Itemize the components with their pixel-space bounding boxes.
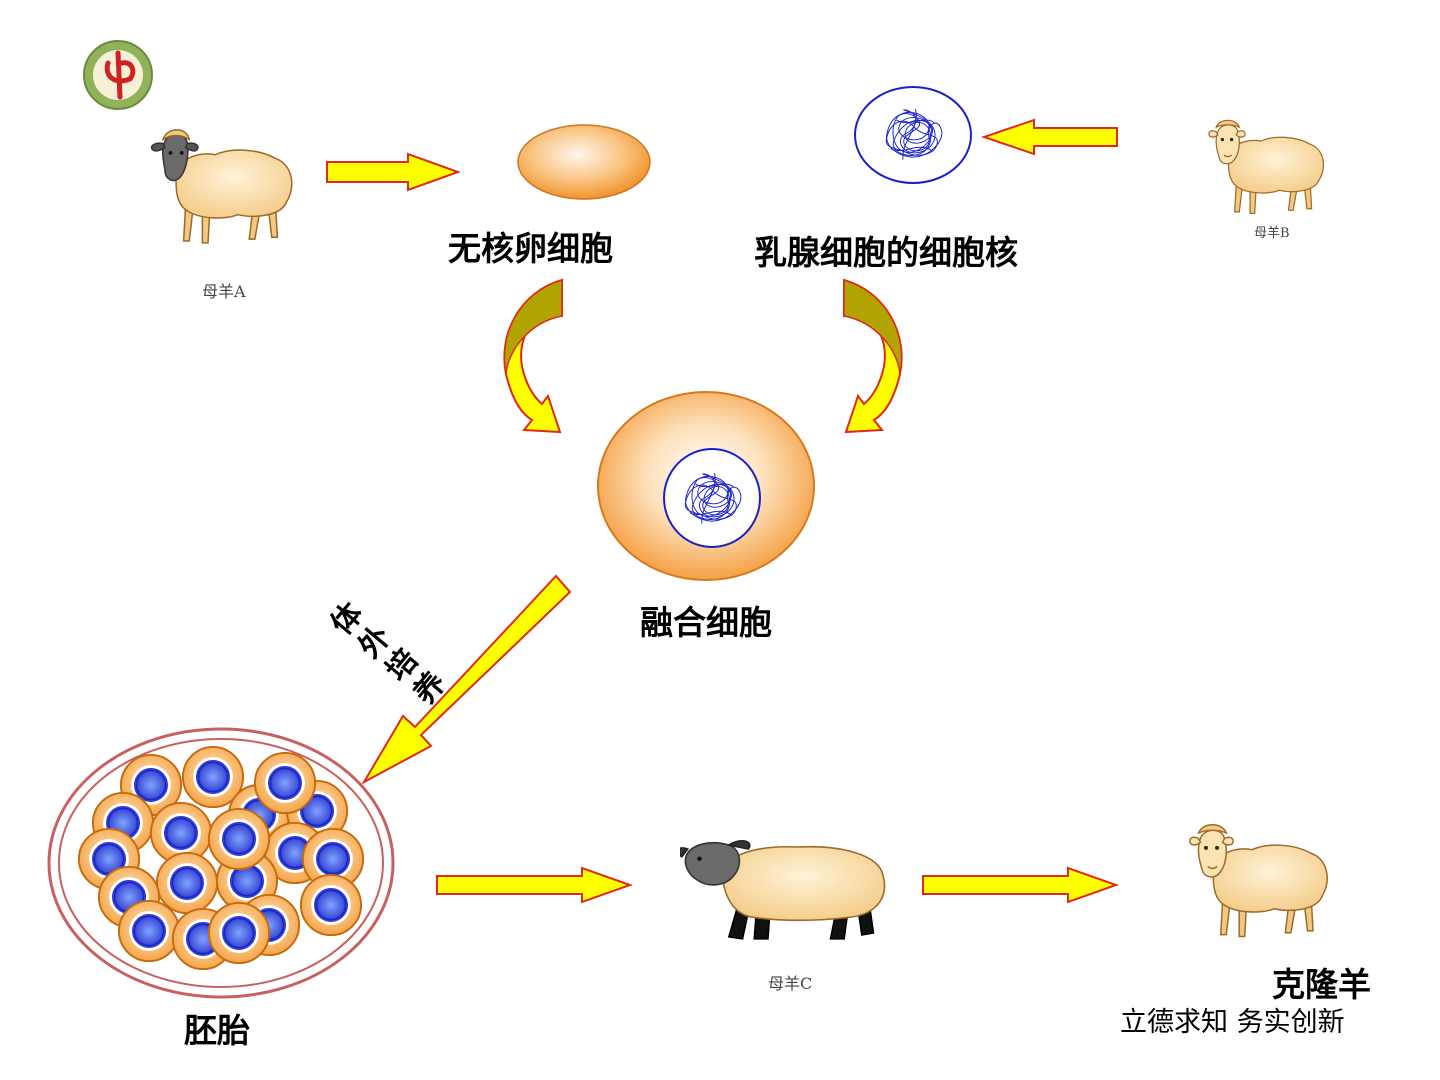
curved-arrow-egg-to-fused (503, 278, 563, 434)
label-clone-sheep: 克隆羊 (1272, 965, 1371, 1004)
clone-sheep-icon (1188, 823, 1328, 938)
arrow-b-to-nucleus (980, 118, 1118, 156)
school-logo-icon (83, 40, 153, 110)
arrow-c-to-clone (922, 866, 1119, 904)
arrow-a-to-egg (326, 152, 461, 192)
label-enucleated-egg: 无核卵细胞 (448, 229, 613, 268)
ewe-b-sheep-icon (1208, 119, 1325, 215)
arrow-embryo-to-c (436, 866, 633, 904)
label-ewe-b: 母羊B (1254, 226, 1290, 241)
label-mammary-nucleus: 乳腺细胞的细胞核 (754, 233, 1018, 272)
arrow-fused-to-embryo (361, 574, 572, 785)
label-embryo: 胚胎 (184, 1011, 250, 1050)
curved-arrow-nucleus-to-fused (843, 278, 903, 434)
mammary-cell-nucleus (854, 86, 972, 184)
ewe-c-sheep-icon (680, 839, 886, 940)
label-motto: 立德求知 务实创新 (1120, 1007, 1345, 1038)
embryo-cluster (47, 727, 395, 999)
label-fused-cell: 融合细胞 (640, 603, 772, 642)
ewe-a-sheep-icon (150, 129, 293, 244)
label-ewe-c: 母羊C (768, 974, 813, 993)
label-ewe-a: 母羊A (202, 282, 246, 301)
fused-cell (597, 391, 815, 581)
enucleated-egg-cell (517, 124, 651, 200)
